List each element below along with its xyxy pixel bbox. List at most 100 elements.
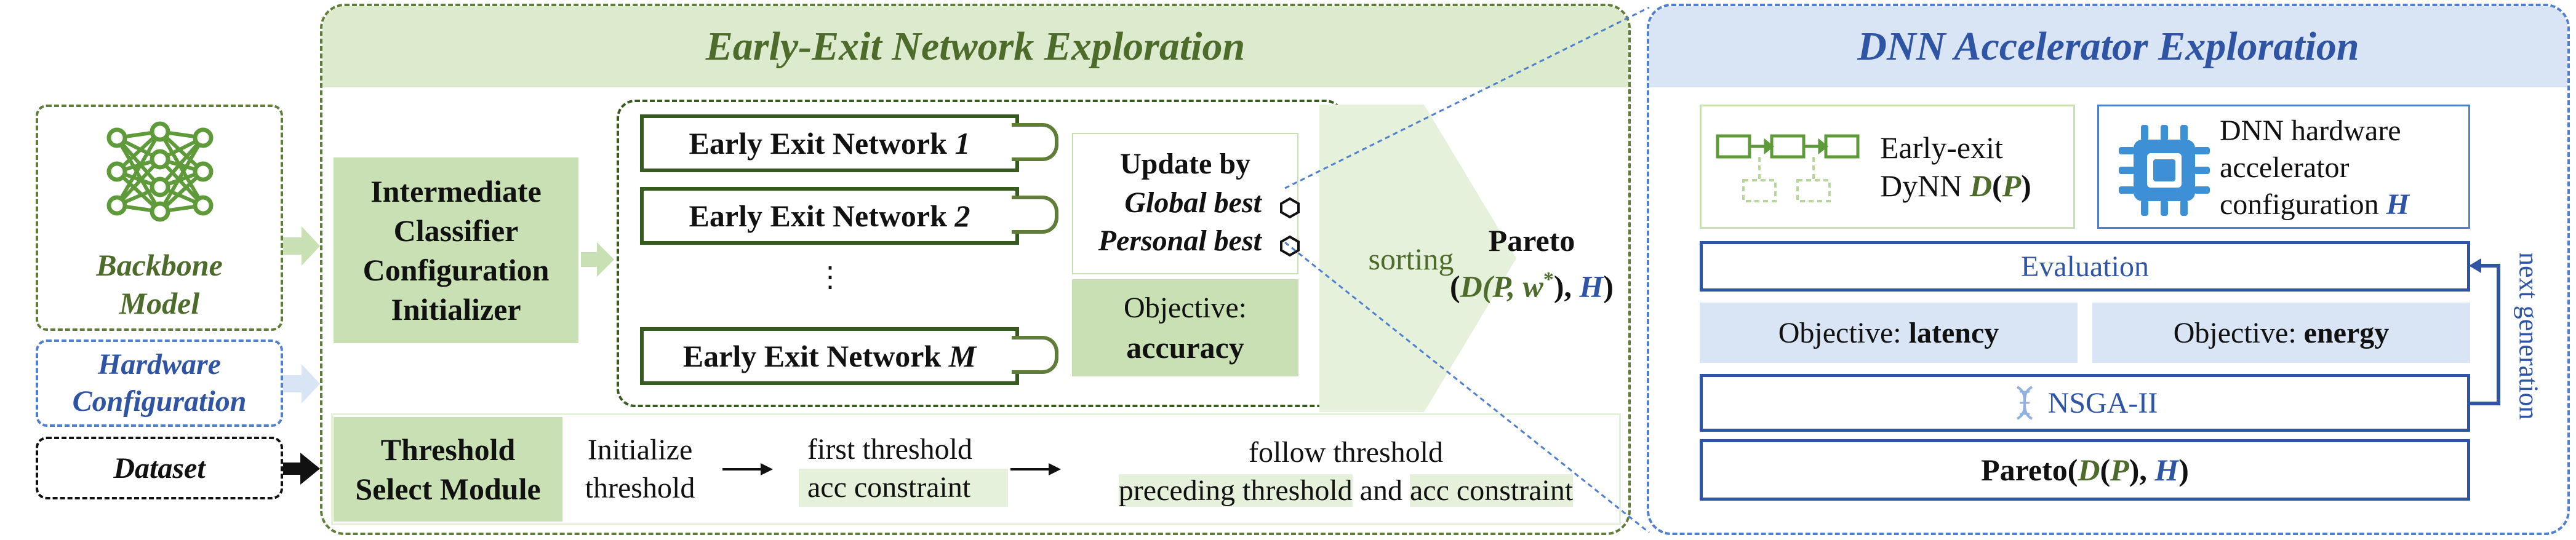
hardware-arrow bbox=[283, 364, 320, 403]
dna-icon bbox=[2016, 386, 2033, 420]
dynn-d: D bbox=[1969, 169, 1992, 203]
initializer-arrow bbox=[581, 242, 614, 277]
next-generation-arrow bbox=[2469, 258, 2500, 405]
sorting-label: sorting bbox=[1346, 237, 1476, 280]
personal-best-text: Personal best bbox=[1098, 224, 1262, 257]
dynn-label: Early-exit DyNN D(P) bbox=[1880, 129, 2071, 215]
dynn-p: P bbox=[2002, 169, 2022, 203]
pareto-d: D(P, w bbox=[1460, 269, 1543, 304]
global-best: Global best bbox=[1124, 186, 1262, 223]
dnn-pareto-d: D bbox=[2078, 453, 2100, 487]
dataset-arrow-icon bbox=[283, 453, 320, 485]
early-exit-network-2: Early Exit Network 2 bbox=[640, 187, 1019, 245]
hw-h: H bbox=[2386, 188, 2409, 221]
early-exit-pareto: Pareto (D(P, w*), H) bbox=[1433, 220, 1628, 306]
initializer-line2: Classifier bbox=[393, 213, 519, 248]
dynn-line2: DyNN D(P) bbox=[1880, 169, 2031, 203]
personal-best: Personal best bbox=[1098, 224, 1262, 261]
backbone-line2: Model bbox=[119, 286, 200, 320]
threshold-arrow-1 bbox=[722, 463, 773, 475]
backbone-line1: Backbone bbox=[96, 248, 223, 282]
threshold-row bbox=[331, 413, 1621, 525]
network-2-loop-icon bbox=[1012, 196, 1058, 234]
update-title-text: Update by bbox=[1119, 147, 1251, 180]
dnn-accelerator-panel: DNN Accelerator Exploration Early-exit D… bbox=[1647, 4, 2570, 535]
latency-prefix: Objective: bbox=[1778, 316, 1909, 349]
dataset-label: Dataset bbox=[113, 451, 206, 485]
objective-accuracy: accuracy bbox=[1126, 330, 1244, 365]
vertical-dots: ⋮ bbox=[816, 261, 844, 293]
early-exit-panel: Early-Exit Network Exploration Intermedi… bbox=[320, 4, 1631, 535]
latency-value: latency bbox=[1908, 316, 1999, 349]
pareto-h: H bbox=[1579, 269, 1604, 304]
threshold-select-module: Threshold Select Module bbox=[334, 417, 562, 522]
nsga-box: NSGA-II bbox=[1700, 374, 2470, 432]
dynn-diagram-icon bbox=[1716, 134, 1860, 202]
backbone-model-box: Backbone Model bbox=[36, 105, 283, 331]
input-arrows bbox=[283, 226, 320, 403]
follow-threshold: follow threshold preceding threshold and… bbox=[1081, 431, 1611, 513]
evaluation-box: Evaluation bbox=[1700, 241, 2470, 292]
dnn-pareto-box: Pareto(D(P), H) bbox=[1700, 439, 2470, 501]
hardware-card: DNN hardware accelerator configuration H bbox=[2097, 105, 2470, 229]
dynn-card: Early-exit DyNN D(P) bbox=[1700, 105, 2075, 229]
classifier-initializer-box: Intermediate Classifier Configuration In… bbox=[334, 157, 578, 343]
first-line1: first threshold bbox=[807, 433, 972, 466]
next-generation-text: next generation bbox=[2513, 252, 2544, 420]
threshold-line2: Select Module bbox=[355, 472, 541, 506]
global-best-text: Global best bbox=[1124, 186, 1262, 219]
network-1-index: 1 bbox=[954, 126, 970, 161]
first-threshold: first threshold acc constraint bbox=[799, 431, 1008, 513]
init-line2: threshold bbox=[585, 472, 695, 504]
dnn-title: DNN Accelerator Exploration bbox=[1857, 24, 2359, 69]
threshold-arrow-2 bbox=[1010, 463, 1061, 475]
early-exit-network-1: Early Exit Network 1 bbox=[640, 114, 1019, 172]
next-generation-label: next generation bbox=[2507, 225, 2550, 447]
initializer-line1: Intermediate bbox=[370, 174, 542, 208]
network-2-label: Early Exit Network bbox=[689, 199, 955, 233]
threshold-line1: Threshold bbox=[380, 432, 516, 467]
network-1-label: Early Exit Network bbox=[689, 126, 955, 161]
evaluation-text: Evaluation bbox=[2021, 250, 2149, 283]
pareto-close: ) bbox=[1603, 269, 1614, 304]
network-1-loop-icon bbox=[1012, 123, 1058, 161]
hardware-label: DNN hardware accelerator configuration H bbox=[2220, 113, 2466, 229]
follow-line1: follow threshold bbox=[1249, 436, 1443, 469]
initializer-line3: Configuration bbox=[362, 253, 550, 287]
early-exit-title: Early-Exit Network Exploration bbox=[705, 24, 1246, 69]
dnn-pareto-p: P bbox=[2110, 453, 2129, 487]
objective-accuracy-box: Objective: accuracy bbox=[1072, 279, 1298, 376]
network-2-index: 2 bbox=[954, 199, 970, 233]
dnn-header: DNN Accelerator Exploration bbox=[1649, 6, 2567, 87]
dataset-box: Dataset bbox=[36, 437, 283, 499]
objective-energy: Objective: energy bbox=[2092, 303, 2470, 363]
first-line2: acc constraint bbox=[799, 469, 1008, 507]
initializer-line4: Initializer bbox=[391, 292, 521, 327]
objective-label: Objective: bbox=[1124, 292, 1247, 324]
neural-network-icon bbox=[106, 121, 214, 222]
init-line1: Initialize bbox=[587, 434, 693, 466]
hardware-configuration-box: Hardware Configuration bbox=[36, 339, 283, 427]
objective-latency: Objective: latency bbox=[1700, 303, 2078, 363]
network-m-index: M bbox=[948, 339, 977, 373]
pareto-sep: ), bbox=[1553, 269, 1580, 304]
sorting-chevron bbox=[1319, 105, 1516, 412]
hw-line2: accelerator bbox=[2220, 151, 2350, 184]
pareto-star: * bbox=[1543, 268, 1554, 291]
nsga-text: NSGA-II bbox=[2047, 386, 2158, 419]
dynn-prefix: DyNN bbox=[1880, 169, 1970, 203]
energy-prefix: Objective: bbox=[2173, 316, 2304, 349]
hw-line3: configuration H bbox=[2220, 186, 2466, 223]
follow-line2: preceding threshold and acc constraint bbox=[1118, 472, 1574, 510]
network-m-label: Early Exit Network bbox=[682, 339, 949, 373]
hw-line1: DNN hardware bbox=[2220, 114, 2401, 147]
backbone-label: Backbone Model bbox=[38, 241, 281, 327]
follow-preceding: preceding threshold bbox=[1118, 474, 1353, 507]
pareto-formula: (D(P, w*), H) bbox=[1450, 260, 1614, 306]
backbone-arrow bbox=[283, 226, 320, 266]
dynn-line1: Early-exit bbox=[1880, 130, 2003, 165]
global-best-node-icon bbox=[1280, 197, 1300, 219]
hardware-line2: Configuration bbox=[72, 385, 247, 418]
network-ellipsis: ⋮ bbox=[802, 252, 858, 301]
